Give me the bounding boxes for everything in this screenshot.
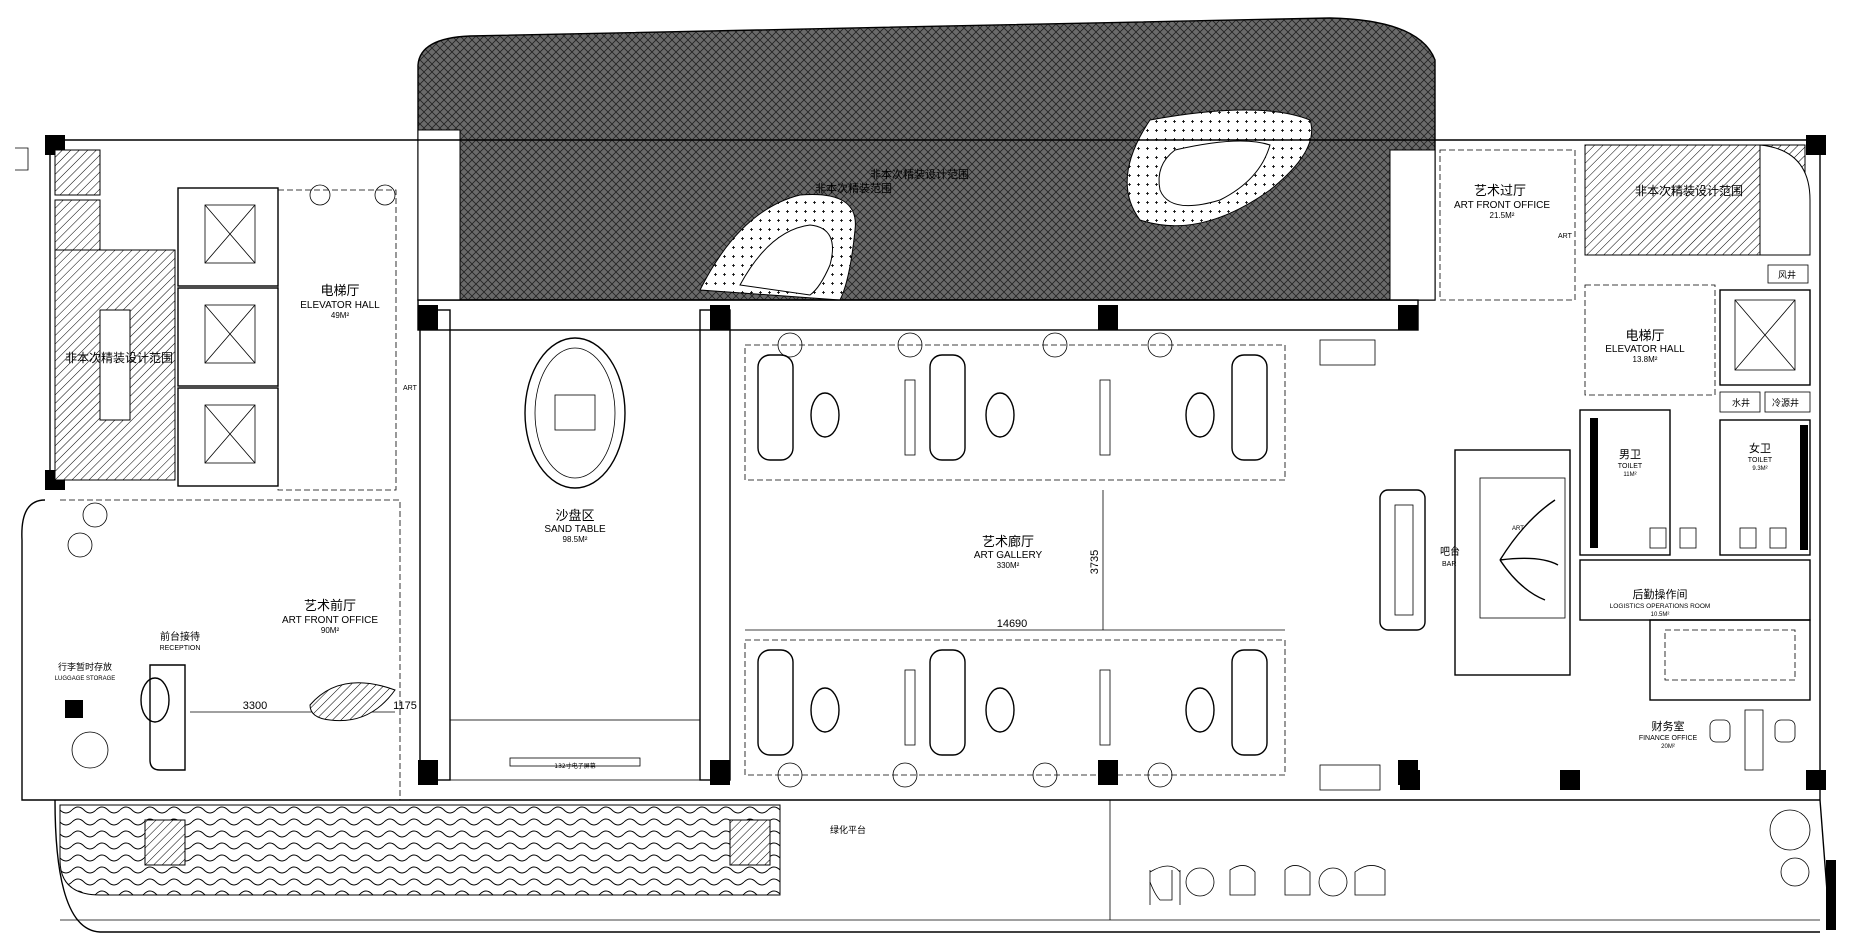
art-front-office-left: 艺术前厅 ART FRONT OFFICE 90M² 前台接待 RECEPTIO… [55, 499, 417, 800]
toilets: 男卫 TOILET 11M² 女卫 TOILET 9.3M² [1579, 409, 1811, 556]
female-toilet-zh: 女卫 [1749, 441, 1771, 455]
room-name-en: ART FRONT OFFICE [282, 615, 378, 626]
reception-en: RECEPTION [160, 645, 201, 652]
decor [309, 184, 1580, 791]
bar-area: 吧台 BAR ART [1379, 449, 1571, 676]
building-walls [15, 135, 1836, 933]
reception-right-dim: 1175 [393, 700, 417, 712]
finance-area: 20M² [1661, 744, 1675, 750]
stair-note-left: 非本次精装设计范围 [65, 351, 173, 365]
wind-well: 风井 [1778, 269, 1796, 281]
male-toilet-zh: 男卫 [1619, 448, 1641, 461]
room-name-en: ART GALLERY [974, 550, 1043, 561]
garden-note-1: 非本次精装设计范围 [870, 167, 969, 181]
reception-zh: 前台接待 [160, 630, 200, 643]
room-area: 330M² [997, 561, 1020, 570]
female-toilet-en: TOILET [1748, 457, 1773, 464]
room-area: 90M² [321, 626, 340, 635]
room-name-zh: 电梯厅 [1625, 329, 1664, 344]
logistics-zh: 后勤操作间 [1633, 587, 1688, 601]
room-name-zh: 艺术前厅 [304, 598, 356, 614]
finance-zh: 财务室 [1652, 719, 1685, 733]
luggage-en: LUGGAGE STORAGE [55, 676, 116, 682]
stair-note-right: 非本次精装设计范围 [1635, 184, 1743, 198]
room-area: 98.5M² [563, 535, 588, 544]
room-area: 21.5M² [1490, 211, 1515, 220]
art-front-office-top: 艺术过厅 ART FRONT OFFICE 21.5M² ART [1439, 149, 1576, 301]
male-toilet-en: TOILET [1618, 463, 1643, 470]
room-name-en: ART FRONT OFFICE [1454, 200, 1550, 211]
room-name-zh: 沙盘区 [555, 508, 594, 524]
bar-en: BAR [1442, 561, 1456, 568]
art-gallery: 14690 3735 艺术廊厅 ART GALLERY 330M² [744, 344, 1418, 785]
room-name-en: SAND TABLE [544, 524, 606, 535]
reception-left-dim: 3300 [243, 700, 267, 712]
left-elevators [177, 187, 397, 491]
screen-label: 132寸电子屏幕 [554, 762, 595, 770]
art-tag-left: ART [403, 385, 418, 392]
gallery-width-dim: 14690 [997, 618, 1028, 630]
elevator-hall-right: 电梯厅 ELEVATOR HALL 13.8M² 水井 冷源井 [1584, 284, 1811, 413]
water-well: 水井 [1732, 397, 1750, 409]
room-name-en: ELEVATOR HALL [300, 300, 380, 311]
room-name-en: ELEVATOR HALL [1605, 344, 1685, 355]
room-area: 49M² [331, 311, 350, 320]
sand-table-zone: 沙盘区 SAND TABLE 98.5M² 132寸电子屏幕 [417, 299, 1419, 785]
finance-en: FINANCE OFFICE [1639, 735, 1698, 742]
female-toilet-area: 9.3M² [1752, 466, 1767, 472]
logistics-finance: 后勤操作间 LOGISTICS OPERATIONS ROOM 10.5M² 财… [1579, 559, 1811, 771]
elevator-hall-left: 电梯厅 ELEVATOR HALL 49M² ART [300, 284, 417, 392]
bottom-landscape: 绿化平台 [59, 800, 1811, 920]
luggage-zh: 行李暂时存放 [58, 661, 112, 673]
roof-garden: 非本次精装设计范围 非本次精装范围 [417, 17, 1436, 301]
room-name-zh: 电梯厅 [320, 284, 359, 299]
art-tag-right: ART [1558, 233, 1573, 240]
room-name-zh: 艺术廊厅 [982, 534, 1034, 550]
right-stair: 非本次精装设计范围 风井 [1584, 144, 1811, 284]
logistics-en: LOGISTICS OPERATIONS ROOM [1610, 603, 1711, 610]
gallery-depth-dim: 3735 [1089, 550, 1101, 574]
art-tag-center: ART [1512, 526, 1524, 532]
room-area: 13.8M² [1633, 355, 1658, 364]
cold-well: 冷源井 [1772, 397, 1799, 409]
left-stair: 非本次精装设计范围 [54, 149, 176, 481]
bar-zh: 吧台 [1440, 545, 1460, 558]
logistics-area: 10.5M² [1651, 612, 1670, 618]
garden-note-2: 非本次精装范围 [815, 181, 892, 195]
room-name-zh: 艺术过厅 [1474, 184, 1526, 199]
green-platform: 绿化平台 [830, 824, 866, 836]
male-toilet-area: 11M² [1623, 472, 1636, 478]
